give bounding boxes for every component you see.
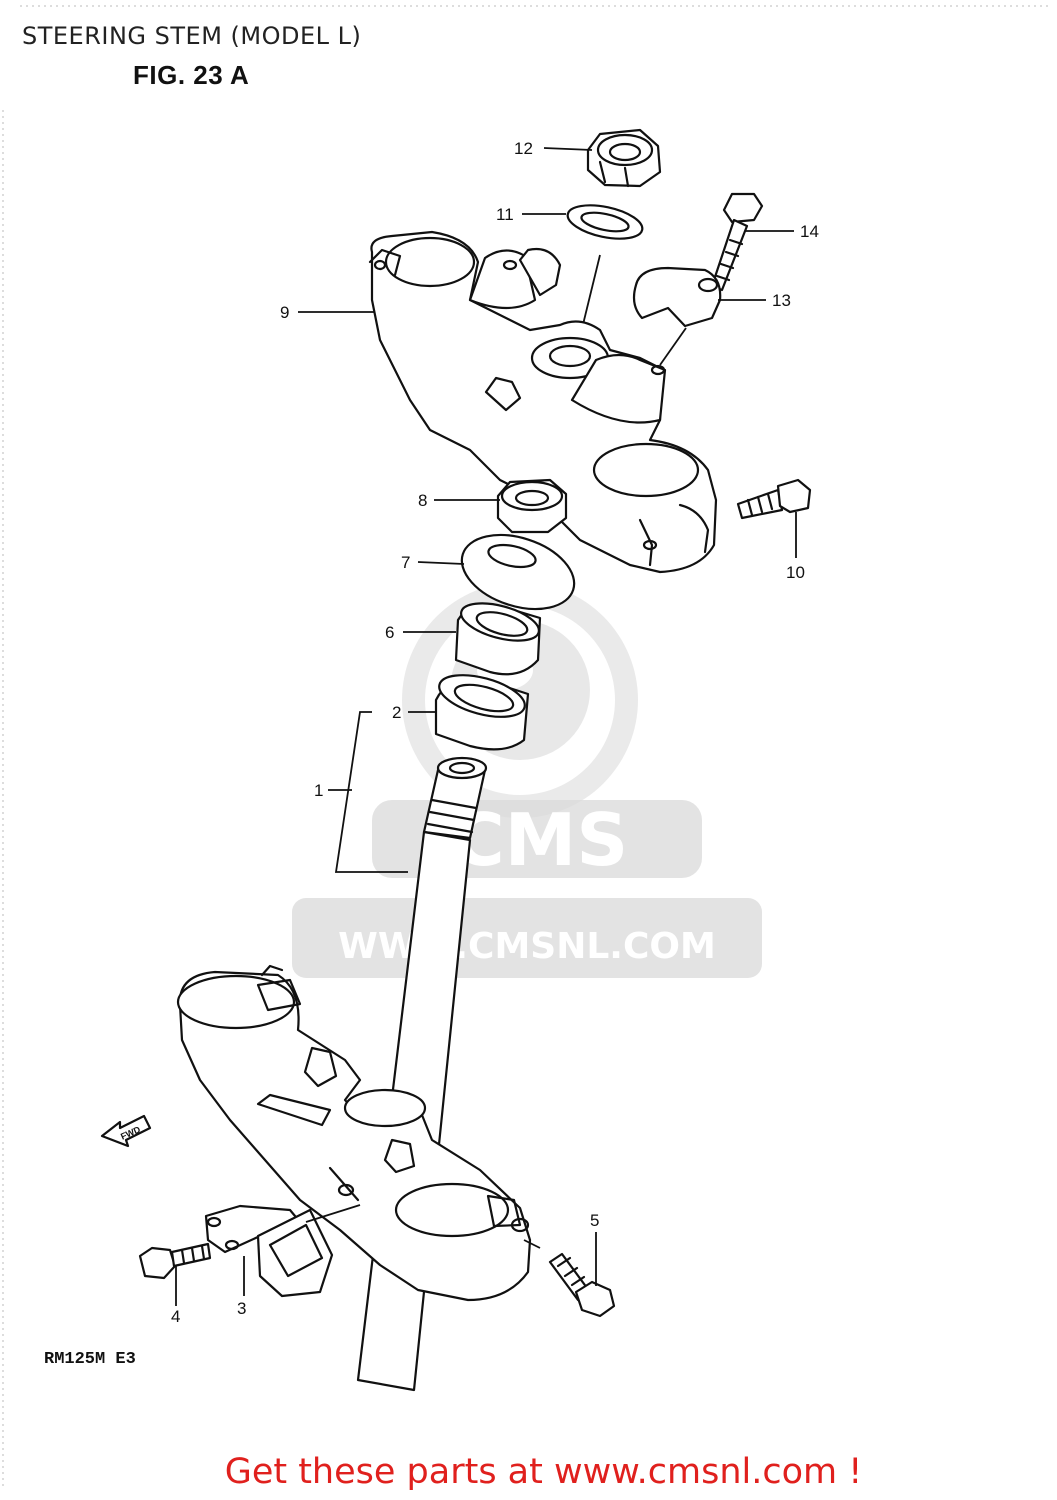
part-13-handlebar-holder xyxy=(632,266,722,366)
callout-14: 14 xyxy=(800,222,819,241)
part-4-bolt xyxy=(138,1242,212,1280)
part-6-upper-bearing xyxy=(454,602,542,676)
callout-7: 7 xyxy=(401,553,410,572)
callout-leaders xyxy=(175,147,797,1306)
watermark-brand: CMS xyxy=(452,798,628,882)
model-code: RM125M E3 xyxy=(44,1350,136,1369)
callout-13: 13 xyxy=(772,291,791,310)
part-9-upper-bracket xyxy=(368,230,718,574)
part-14-bolt xyxy=(710,192,764,292)
part-7-dust-seal xyxy=(460,533,576,611)
callout-5: 5 xyxy=(590,1211,599,1230)
part-5-bolt xyxy=(523,1239,616,1318)
part-3-cable-guide xyxy=(204,1204,361,1298)
callout-10: 10 xyxy=(786,563,805,582)
part-8-lock-nut xyxy=(496,478,568,534)
call-to-action-text[interactable]: Get these parts at www.cmsnl.com ! xyxy=(224,1452,863,1492)
part-11-washer xyxy=(566,204,644,346)
watermark-url: WWW.CMSNL.COM xyxy=(338,926,716,967)
callout-6: 6 xyxy=(385,623,394,642)
page-title: STEERING STEM (MODEL L) xyxy=(22,22,362,50)
callout-11: 11 xyxy=(496,205,514,224)
callout-9: 9 xyxy=(280,303,289,322)
call-to-action[interactable]: Get these parts at www.cmsnl.com ! xyxy=(0,1452,1057,1492)
callout-8: 8 xyxy=(418,491,427,510)
callout-numbers: 1 2 3 4 5 6 7 8 9 10 11 12 13 14 xyxy=(171,139,819,1326)
callout-1: 1 xyxy=(314,781,323,800)
figure-label: FIG. 23 A xyxy=(133,60,250,90)
callout-12: 12 xyxy=(514,139,533,158)
part-12-stem-nut xyxy=(586,128,662,188)
forward-arrow-icon: FWD xyxy=(100,1114,152,1148)
callout-3: 3 xyxy=(237,1299,246,1318)
part-2-lower-bearing xyxy=(434,674,530,751)
callout-2: 2 xyxy=(392,703,401,722)
part-1-steering-stem-lower-bracket xyxy=(176,756,532,1392)
callout-4: 4 xyxy=(171,1307,180,1326)
part-10-bolt xyxy=(736,478,812,520)
